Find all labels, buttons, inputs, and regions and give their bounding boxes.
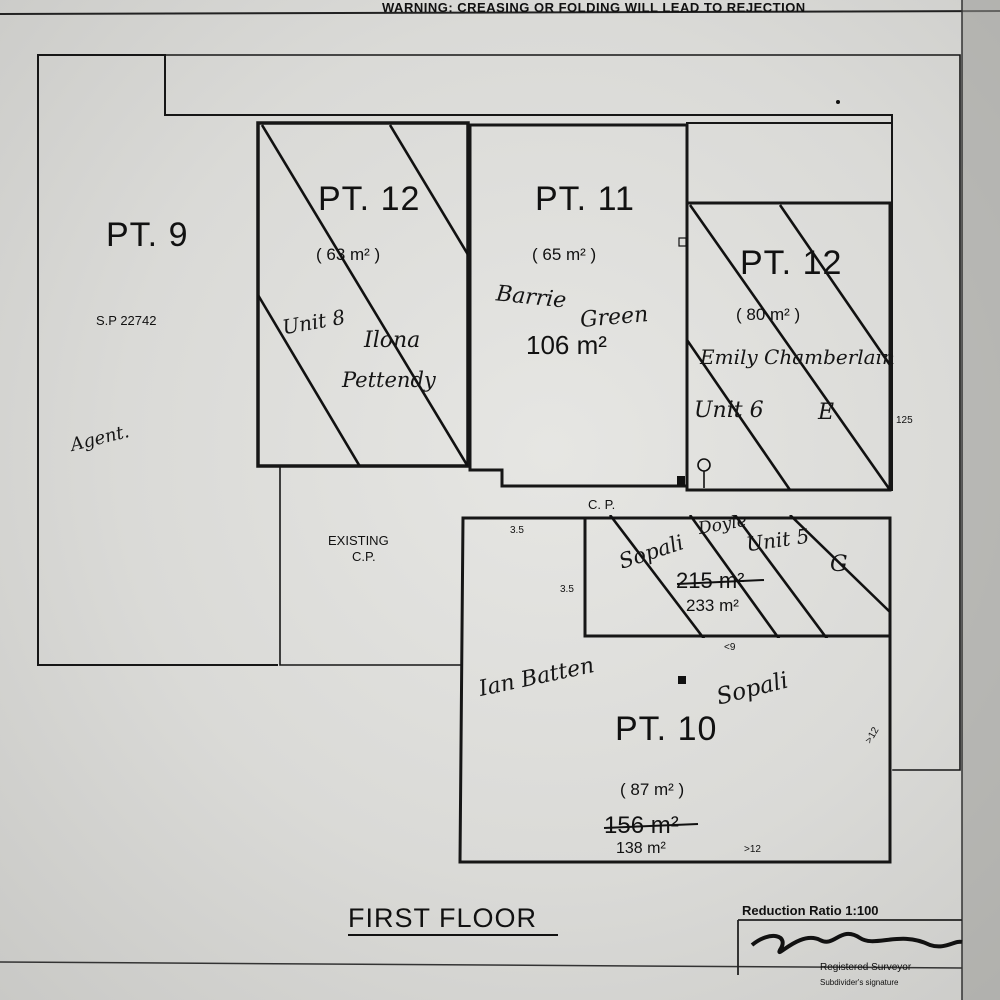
floor-title: FIRST FLOOR (348, 903, 538, 933)
top-border-line (0, 10, 1000, 15)
pt12-left-hatch (258, 124, 468, 466)
dim-label: >12 (744, 844, 761, 855)
middle-lot-letter: G (830, 552, 848, 577)
pt12-left-boundary (256, 121, 470, 468)
middle-lot-area-revised: 233 m² (686, 596, 739, 615)
pt12-right-dim: 125 (896, 415, 913, 426)
pillar-mark-icon (678, 676, 686, 684)
dot-mark-icon (836, 100, 840, 104)
middle-lot-area: 215 m² (676, 568, 745, 593)
pt10-boundary (458, 516, 892, 864)
site-boundary (164, 54, 961, 771)
pt12-left-owner-last: Pettendy (342, 368, 436, 392)
pt9-plan-ref: S.P 22742 (96, 313, 157, 328)
pt11-area: ( 65 m² ) (532, 245, 597, 264)
pt10-label: PT. 10 (615, 710, 718, 748)
dim-label: <9 (724, 642, 736, 653)
surveyor-signature (750, 931, 963, 954)
pt11-label: PT. 11 (535, 180, 635, 218)
pt11-boundary (468, 123, 689, 488)
pt10-area: ( 87 m² ) (620, 780, 685, 799)
pt12-right-unit-note: Unit 6 (694, 398, 764, 423)
wall-mark-icon (678, 237, 687, 247)
pt12-right-letter: E (818, 400, 835, 425)
scan-edge-shadow (962, 0, 1000, 1000)
survey-mark-icon (697, 458, 711, 472)
existing-cp-line2: C.P. (352, 549, 376, 564)
pt9-label: PT. 9 (106, 216, 189, 254)
existing-cp-line1: EXISTING (328, 533, 389, 548)
pt12-left-owner-first: Ilona (364, 328, 421, 353)
pt12-right-area: ( 80 m² ) (736, 305, 801, 324)
reduction-ratio: Reduction Ratio 1:100 (742, 903, 879, 918)
surveyor-caption: Registered Surveyor (820, 962, 912, 973)
bottom-border-line (0, 961, 963, 969)
strike-line (603, 823, 699, 829)
warning-text: WARNING: CREASING OR FOLDING WILL LEAD T… (382, 0, 806, 15)
upper-right-boundary (686, 122, 893, 491)
pt12-left-area: ( 63 m² ) (316, 245, 381, 264)
pt12-left-label: PT. 12 (318, 180, 421, 218)
pillar-mark-icon (677, 476, 685, 486)
cp-label: C. P. (588, 497, 616, 512)
dim-label: 3.5 (510, 525, 524, 536)
middle-lot-boundary (583, 516, 892, 638)
pt10-area-note: 156 m² (604, 812, 679, 839)
pt12-right-owner: Emily Chamberlain (700, 345, 895, 369)
pt11-area-note: 106 m² (526, 330, 607, 360)
pt12-right-label: PT. 12 (740, 244, 843, 282)
existing-cp-boundary (279, 465, 461, 666)
signature-box (737, 919, 962, 975)
pt12-right-hatch (687, 204, 890, 490)
middle-lot-hatch (608, 515, 890, 638)
dim-label: 3.5 (560, 584, 574, 595)
subdivider-caption: Subdivider's signature (820, 978, 899, 987)
strike-line (676, 579, 765, 585)
pt10-area-revised: 138 m² (616, 840, 666, 857)
